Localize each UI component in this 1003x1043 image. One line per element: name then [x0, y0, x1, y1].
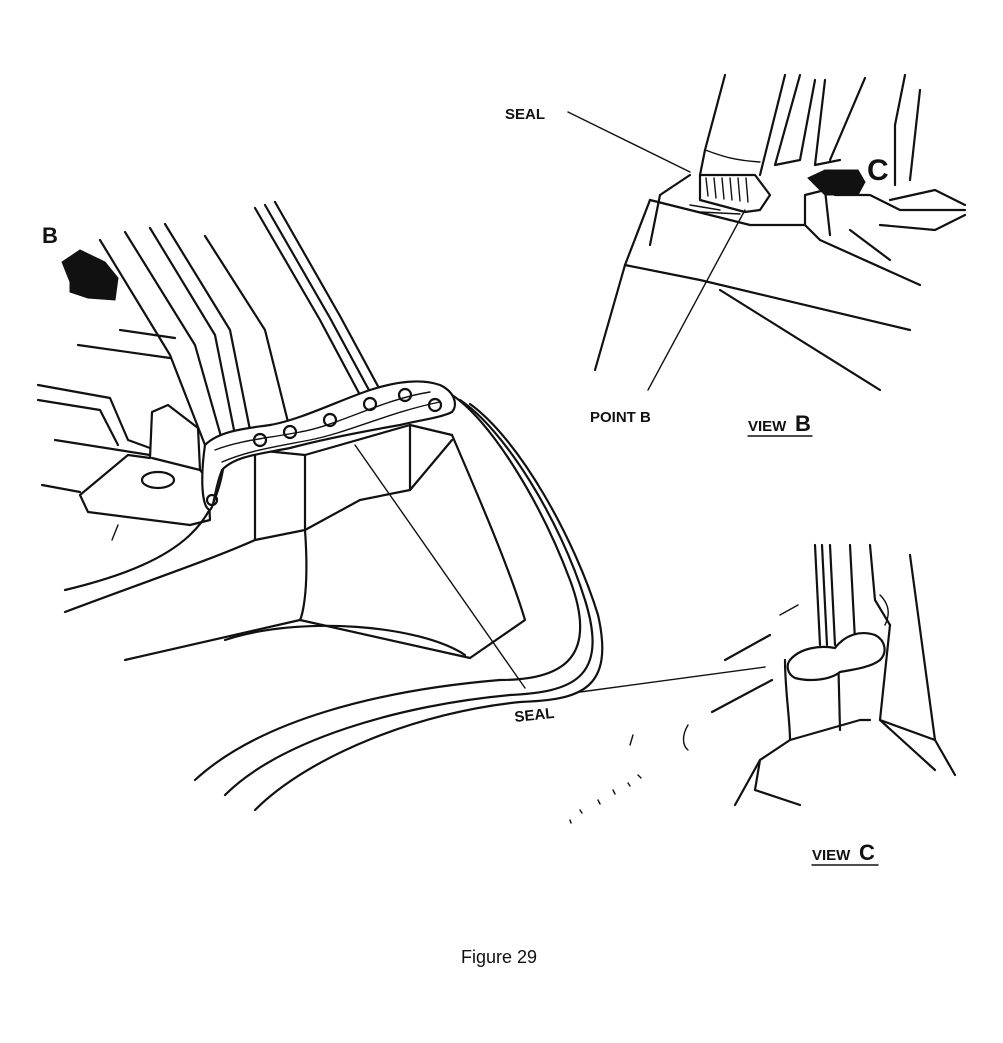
view-c-word: VIEW — [812, 847, 851, 864]
view-b-drawing — [567, 73, 967, 392]
arrow-b-letter: B — [42, 223, 58, 248]
main-view-drawing — [36, 200, 604, 812]
view-b-title: VIEW B — [747, 411, 813, 437]
point-b-label: POINT B — [590, 409, 651, 426]
figure-caption: Figure 29 — [461, 947, 537, 967]
seal-label-bottom: SEAL — [514, 705, 556, 726]
view-b-word: VIEW — [748, 418, 787, 435]
view-c-letter: C — [859, 840, 875, 865]
view-c-title: VIEW C — [811, 840, 879, 866]
view-b-letter: B — [795, 411, 811, 436]
arrow-c-letter: C — [867, 154, 889, 187]
seal-label-top: SEAL — [505, 106, 545, 123]
view-c-drawing — [569, 543, 957, 824]
arrow-b-icon — [61, 249, 119, 301]
arrow-c-icon — [807, 169, 866, 196]
